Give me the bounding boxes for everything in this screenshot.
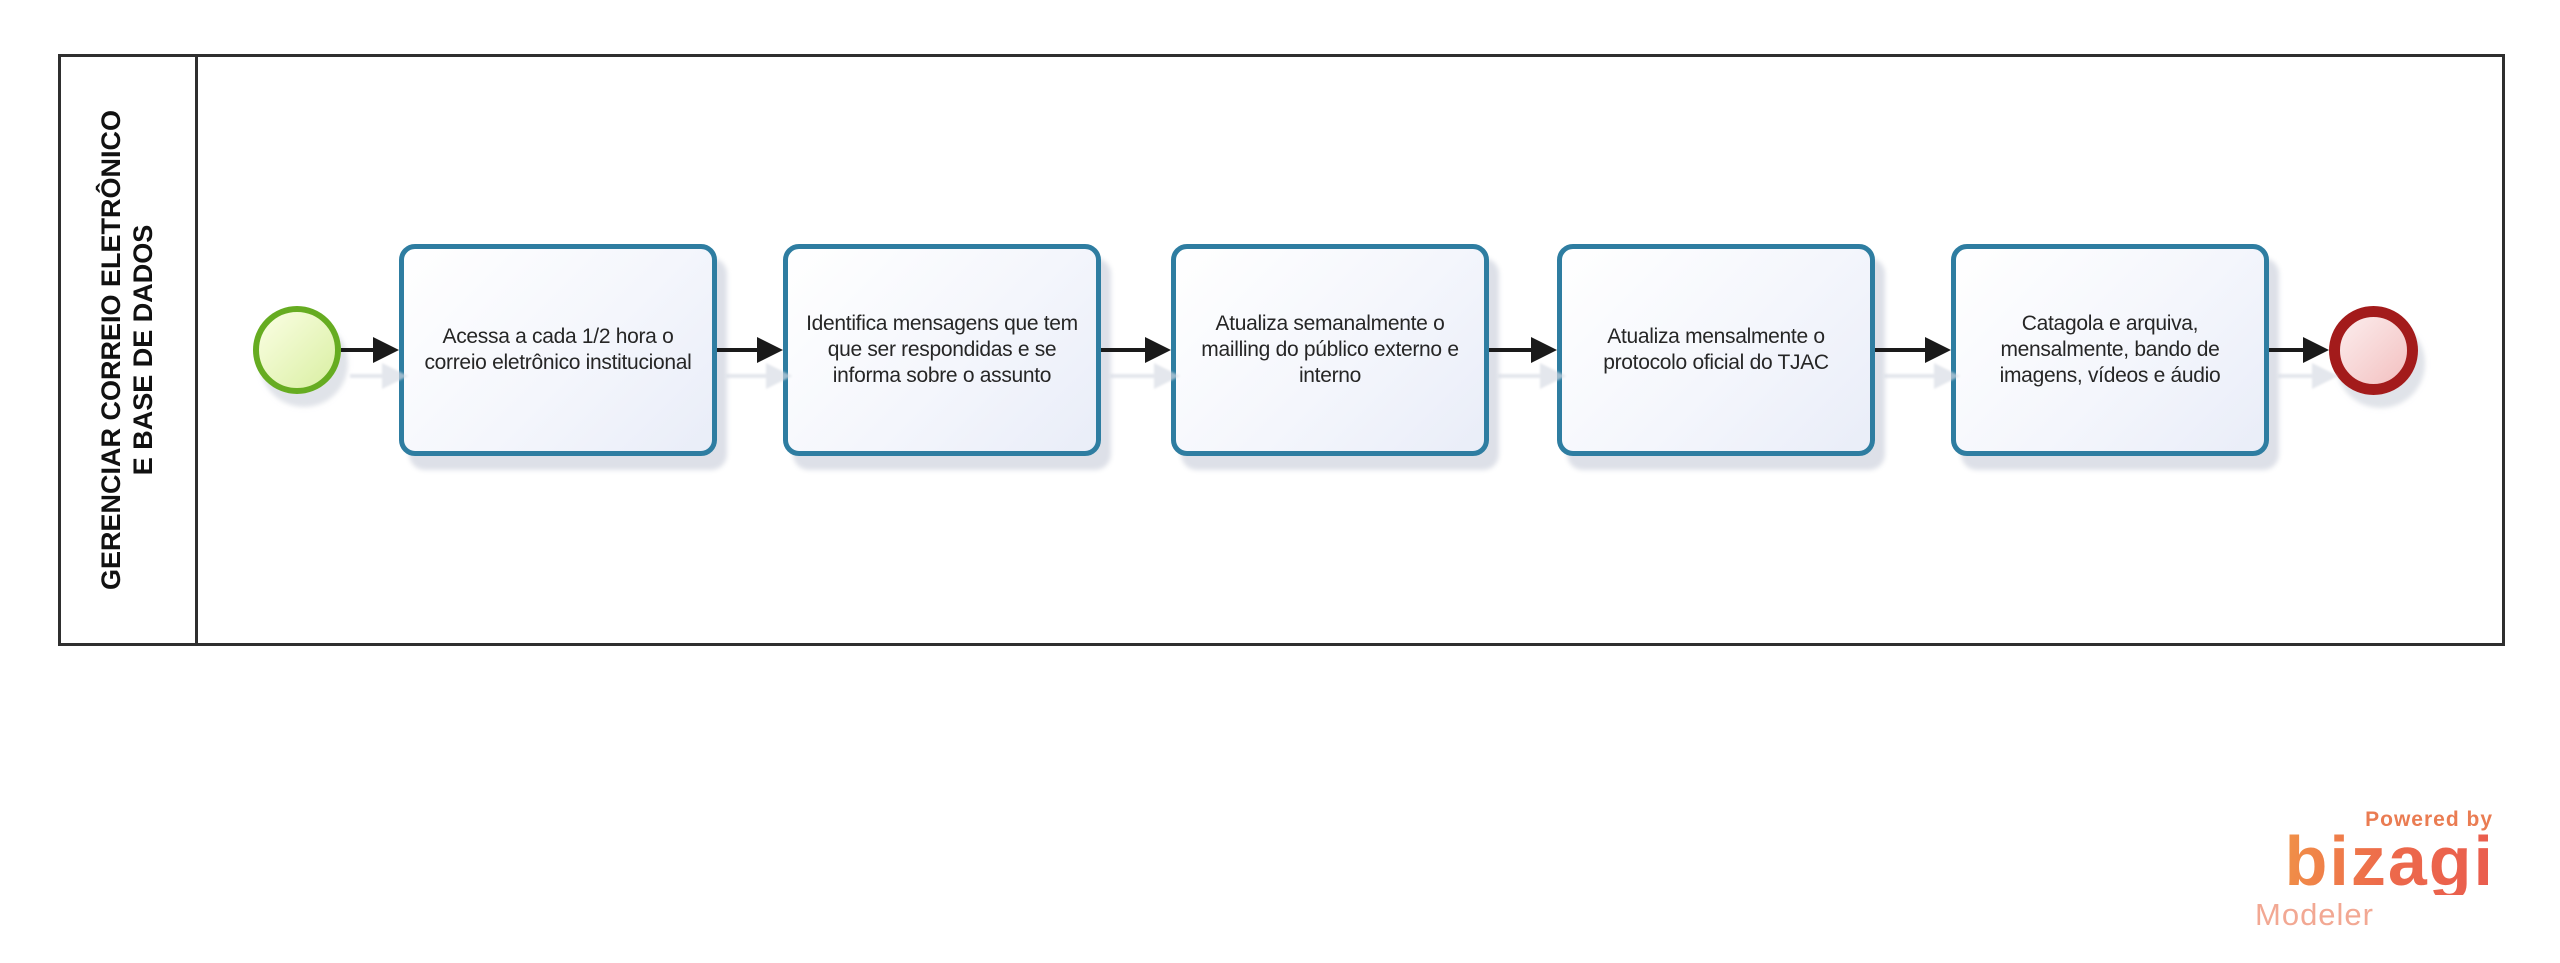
- sequence-flow-line: [1101, 348, 1147, 352]
- sequence-flow-3[interactable]: [1101, 336, 1171, 364]
- lane-title-line2: E BASE DE DADOS: [128, 224, 158, 476]
- lane-header: GERENCIAR CORREIO ELETRÔNICO E BASE DE D…: [61, 57, 198, 643]
- arrowhead-icon: [373, 337, 399, 363]
- bizagi-branding: Powered by bizagi Modeler: [2255, 808, 2495, 933]
- process-flow: Acessa a cada 1/2 hora o correio eletrôn…: [253, 244, 2418, 456]
- end-event[interactable]: [2329, 305, 2418, 395]
- sequence-flow-5[interactable]: [1875, 336, 1951, 364]
- sequence-flow-1[interactable]: [341, 336, 399, 364]
- task-label: Atualiza mensalmente o protocolo oficial…: [1603, 324, 1829, 374]
- task-atualiza-protocolo[interactable]: Atualiza mensalmente o protocolo oficial…: [1557, 244, 1875, 456]
- arrowhead-icon: [1145, 337, 1171, 363]
- bpmn-pool: GERENCIAR CORREIO ELETRÔNICO E BASE DE D…: [58, 54, 2505, 646]
- sequence-flow-line: [1875, 348, 1927, 352]
- sequence-flow-6[interactable]: [2269, 336, 2329, 364]
- task-acessa-correio[interactable]: Acessa a cada 1/2 hora o correio eletrôn…: [399, 244, 717, 456]
- arrowhead-icon: [757, 337, 783, 363]
- sequence-flow-2[interactable]: [717, 336, 783, 364]
- task-label: Catagola e arquiva, mensalmente, bando d…: [1999, 311, 2221, 388]
- sequence-flow-line: [1489, 348, 1533, 352]
- task-atualiza-mailling[interactable]: Atualiza semanalmente o mailling do públ…: [1171, 244, 1489, 456]
- lane-canvas: Acessa a cada 1/2 hora o correio eletrôn…: [201, 57, 2502, 643]
- sequence-flow-line: [341, 348, 375, 352]
- arrowhead-icon: [2303, 337, 2329, 363]
- sequence-flow-line: [717, 348, 759, 352]
- powered-by-text: Powered by: [2365, 808, 2493, 831]
- task-label: Identifica mensagens que tem que ser res…: [806, 311, 1078, 388]
- task-label: Acessa a cada 1/2 hora o correio eletrôn…: [424, 324, 692, 374]
- arrowhead-icon: [1531, 337, 1557, 363]
- modeler-text: Modeler: [2255, 896, 2374, 932]
- bizagi-logo: bizagi: [2255, 826, 2495, 895]
- arrowhead-icon: [1925, 337, 1951, 363]
- lane-title: GERENCIAR CORREIO ELETRÔNICO E BASE DE D…: [96, 110, 160, 590]
- sequence-flow-4[interactable]: [1489, 336, 1557, 364]
- lane-title-line1: GERENCIAR CORREIO ELETRÔNICO: [96, 109, 127, 591]
- start-event[interactable]: [253, 306, 341, 394]
- sequence-flow-line: [2269, 348, 2305, 352]
- task-label: Atualiza semanalmente o mailling do públ…: [1201, 311, 1459, 388]
- task-identifica-mensagens[interactable]: Identifica mensagens que tem que ser res…: [783, 244, 1101, 456]
- task-cataloga-arquiva[interactable]: Catagola e arquiva, mensalmente, bando d…: [1951, 244, 2269, 456]
